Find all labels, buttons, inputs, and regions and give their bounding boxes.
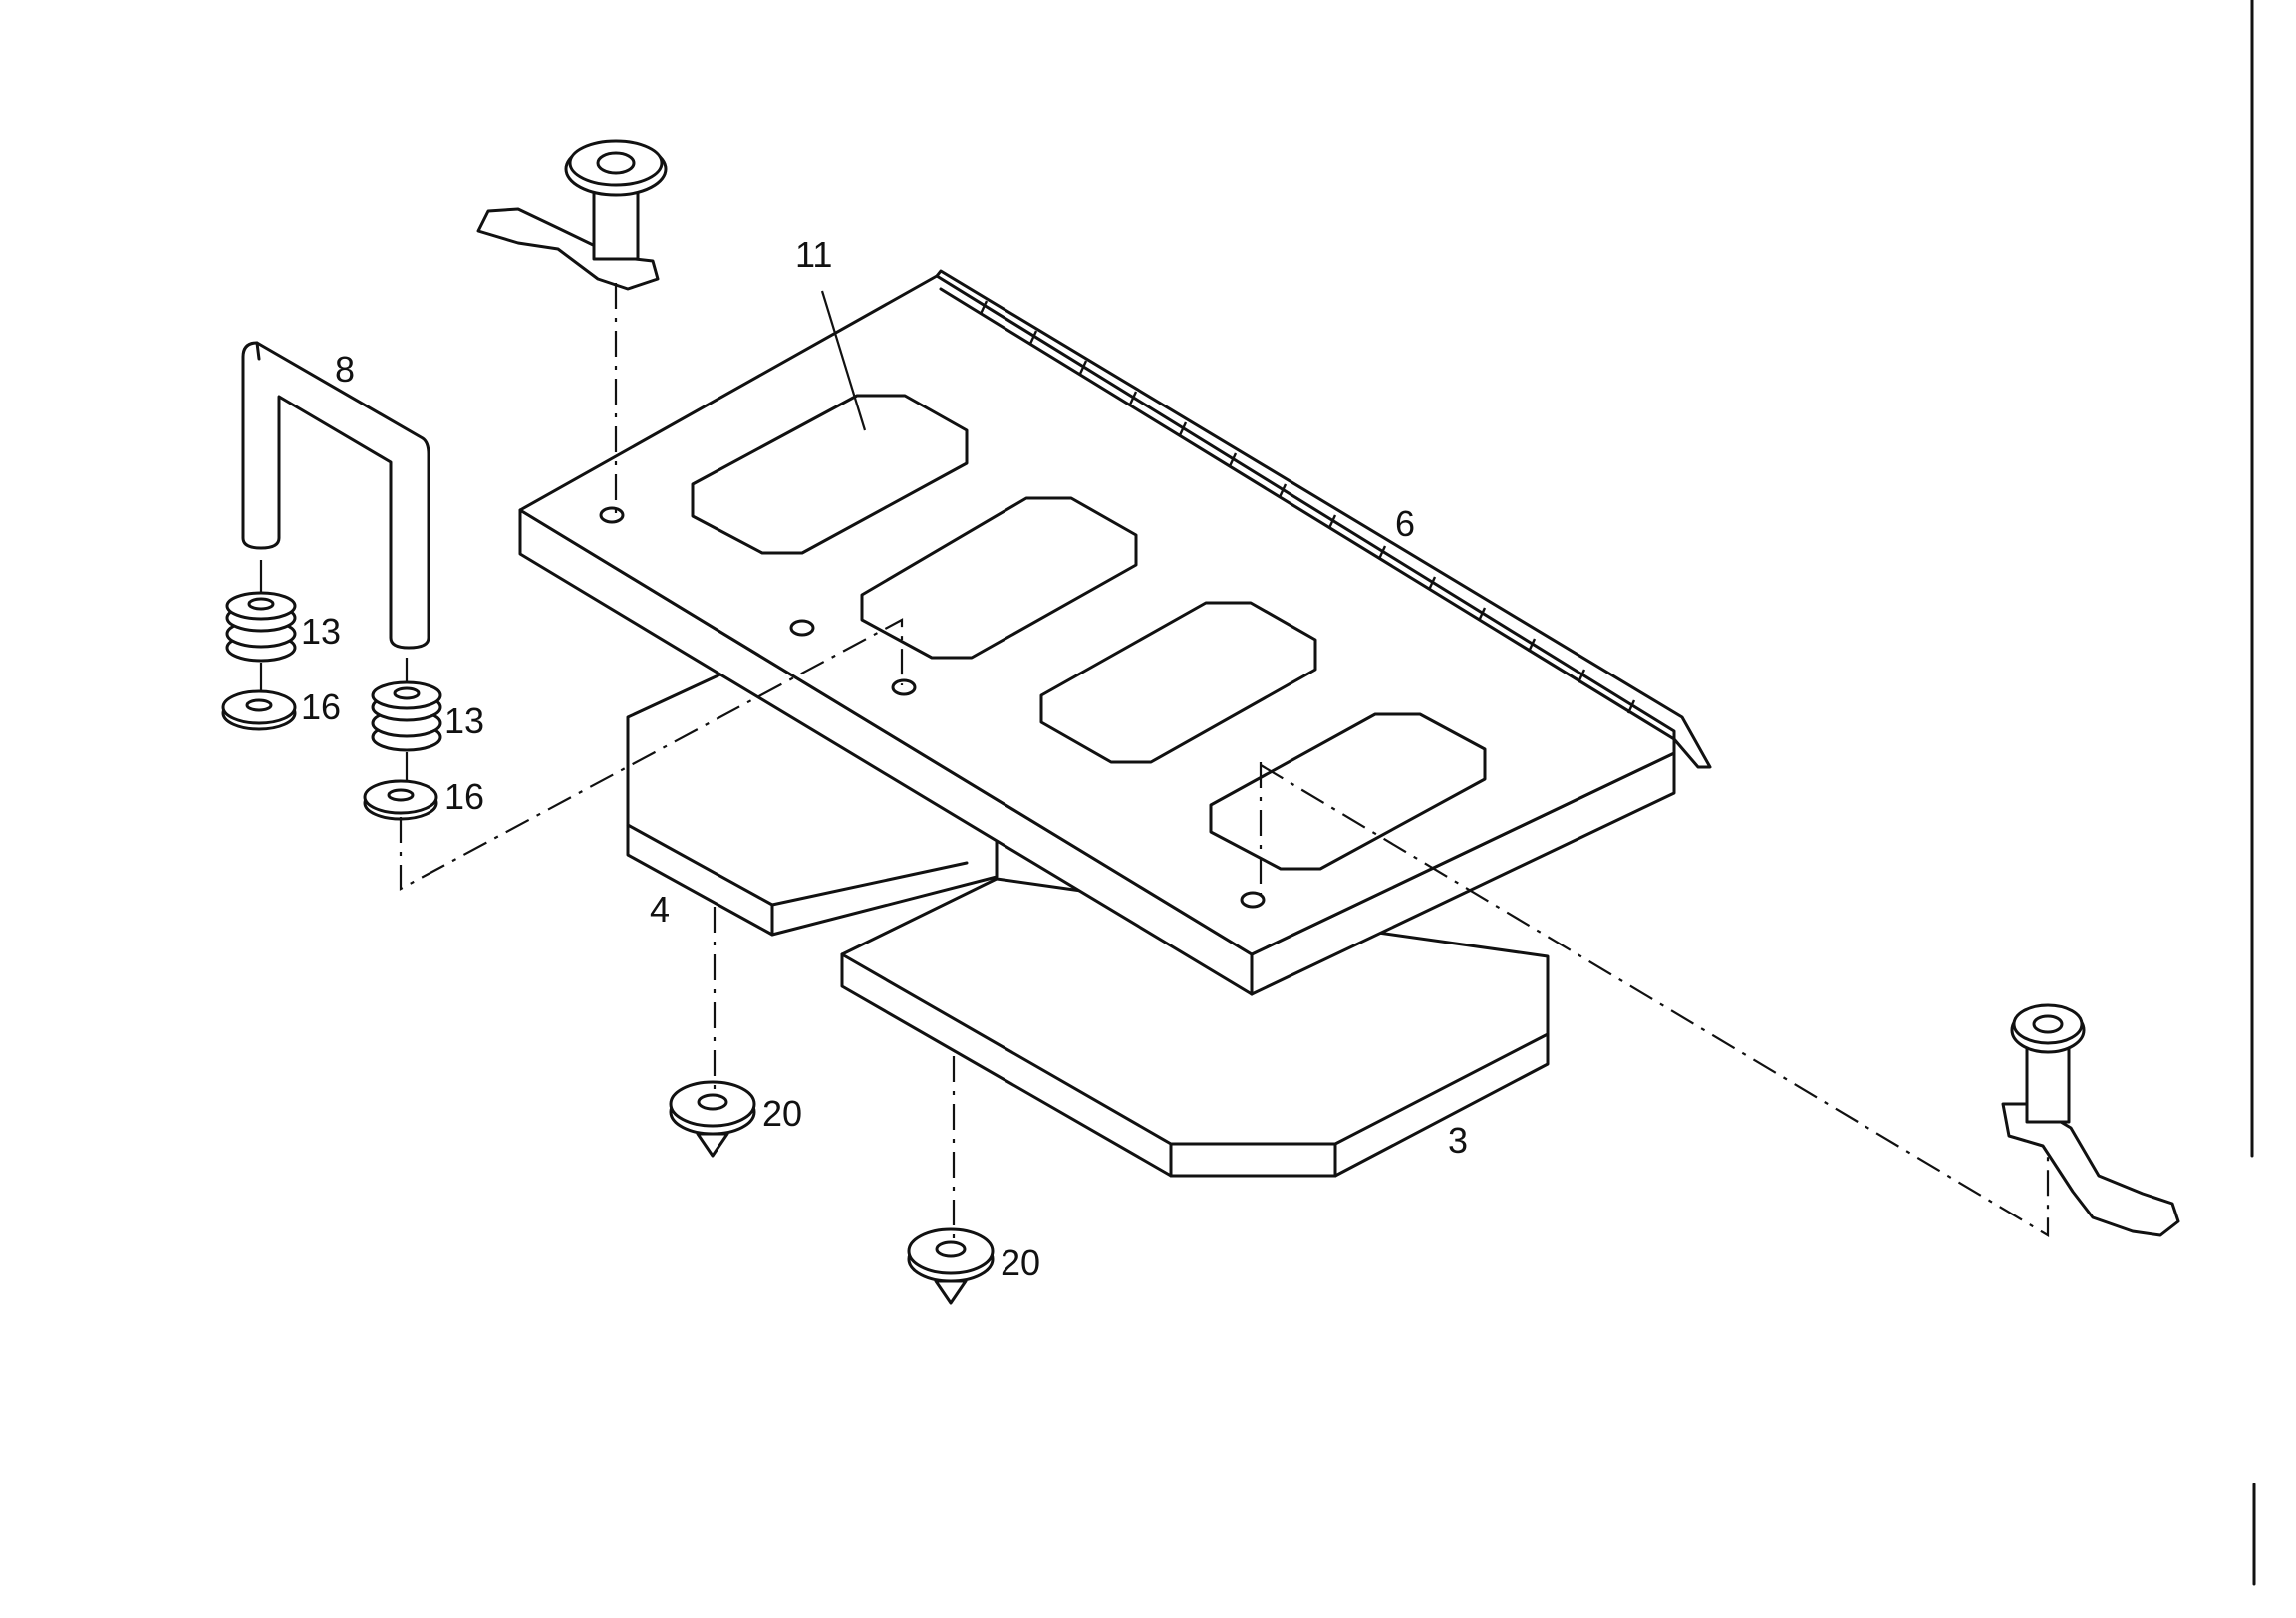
hole (599, 506, 625, 524)
washer-16-right (363, 752, 438, 821)
callout-16-right: 16 (444, 776, 484, 817)
callout-20-left: 20 (762, 1093, 802, 1134)
hole (1240, 891, 1266, 909)
hinge-knuckles (979, 300, 1636, 714)
washer-16-left (221, 663, 297, 731)
axis-line-staple (399, 618, 904, 891)
u-staple-8 (241, 341, 430, 650)
callout-13-left: 13 (301, 611, 341, 652)
callout-11: 11 (795, 234, 832, 275)
callout-20-right: 20 (1001, 1242, 1040, 1283)
spring-13-right (371, 658, 442, 752)
window-cutout-4 (1209, 712, 1487, 871)
callout-4: 4 (650, 889, 670, 930)
callout-13-right: 13 (444, 700, 484, 741)
foot-20-right (907, 1227, 995, 1305)
window-cutout-3 (1039, 601, 1317, 764)
leader-line-11 (820, 290, 867, 431)
spring-13-left (225, 560, 297, 663)
callout-16-left: 16 (301, 686, 341, 727)
axis-line-latch-right (1260, 764, 2050, 1237)
latch-screw-bottom (2001, 1003, 2180, 1237)
window-cutout-1 (691, 394, 969, 555)
foot-20-left (669, 1080, 756, 1158)
callout-3: 3 (1448, 1120, 1468, 1161)
hinged-top-plate-6 (518, 269, 1712, 996)
hole (891, 678, 917, 696)
callout-6: 6 (1395, 503, 1415, 544)
window-cutout-2 (860, 496, 1138, 660)
callout-8: 8 (335, 349, 355, 390)
hole (789, 619, 815, 637)
latch-screw-top (476, 139, 668, 291)
